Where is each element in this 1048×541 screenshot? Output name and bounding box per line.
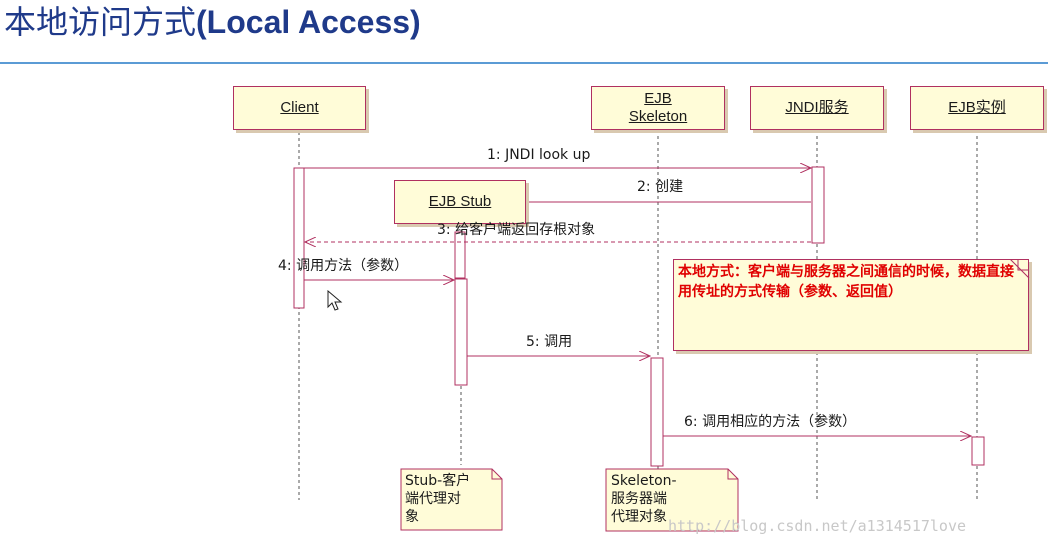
title-divider bbox=[0, 62, 1048, 64]
skeleton-note-text: Skeleton- 服务器端 代理对象 bbox=[611, 473, 677, 525]
activation-stub-2 bbox=[454, 278, 468, 386]
stub-label: EJB Stub bbox=[428, 193, 492, 210]
skeleton-box: EJB Skeleton bbox=[591, 86, 725, 130]
activation-instance bbox=[971, 436, 985, 466]
local-access-note-text: 本地方式：客户端与服务器之间通信的时候，数据直接用传址的方式传输（参数、返回值） bbox=[678, 264, 1014, 300]
watermark-url: http://blog.csdn.net/a1314517love bbox=[668, 517, 967, 535]
page-title: 本地访问方式(Local Access) bbox=[4, 0, 421, 48]
title-chinese: 本地访问方式 bbox=[4, 3, 197, 41]
note-stub-shape bbox=[400, 468, 503, 531]
message-1-label: 1: JNDI look up bbox=[487, 147, 591, 163]
client-box: Client bbox=[233, 86, 366, 130]
message-3-label: 3: 给客户端返回存根对象 bbox=[437, 222, 596, 238]
skeleton-label-line2: Skeleton bbox=[628, 108, 688, 125]
stub-box: EJB Stub bbox=[394, 180, 526, 224]
mouse-pointer-icon bbox=[327, 290, 343, 311]
client-label: Client bbox=[280, 99, 319, 116]
jndi-box: JNDI服务 bbox=[750, 86, 884, 130]
note-fold-icon bbox=[1010, 259, 1030, 279]
note-skeleton-shape bbox=[605, 468, 739, 532]
activation-skeleton bbox=[650, 357, 664, 467]
jndi-label: JNDI服务 bbox=[785, 99, 849, 116]
activation-client bbox=[293, 167, 305, 309]
message-2-label: 2: 创建 bbox=[637, 179, 684, 195]
local-access-note bbox=[673, 259, 1029, 351]
instance-label: EJB实例 bbox=[948, 99, 1006, 116]
message-6-label: 6: 调用相应的方法（参数） bbox=[684, 414, 857, 430]
instance-box: EJB实例 bbox=[910, 86, 1044, 130]
skeleton-label-line1: EJB bbox=[644, 90, 672, 107]
activation-jndi bbox=[811, 166, 825, 244]
message-5-label: 5: 调用 bbox=[526, 334, 573, 350]
title-english: (Local Access) bbox=[196, 4, 421, 40]
stub-note-text: Stub-客户 端代理对 象 bbox=[405, 473, 471, 525]
activation-stub-1 bbox=[454, 231, 466, 279]
message-4-label: 4: 调用方法（参数） bbox=[278, 258, 409, 274]
